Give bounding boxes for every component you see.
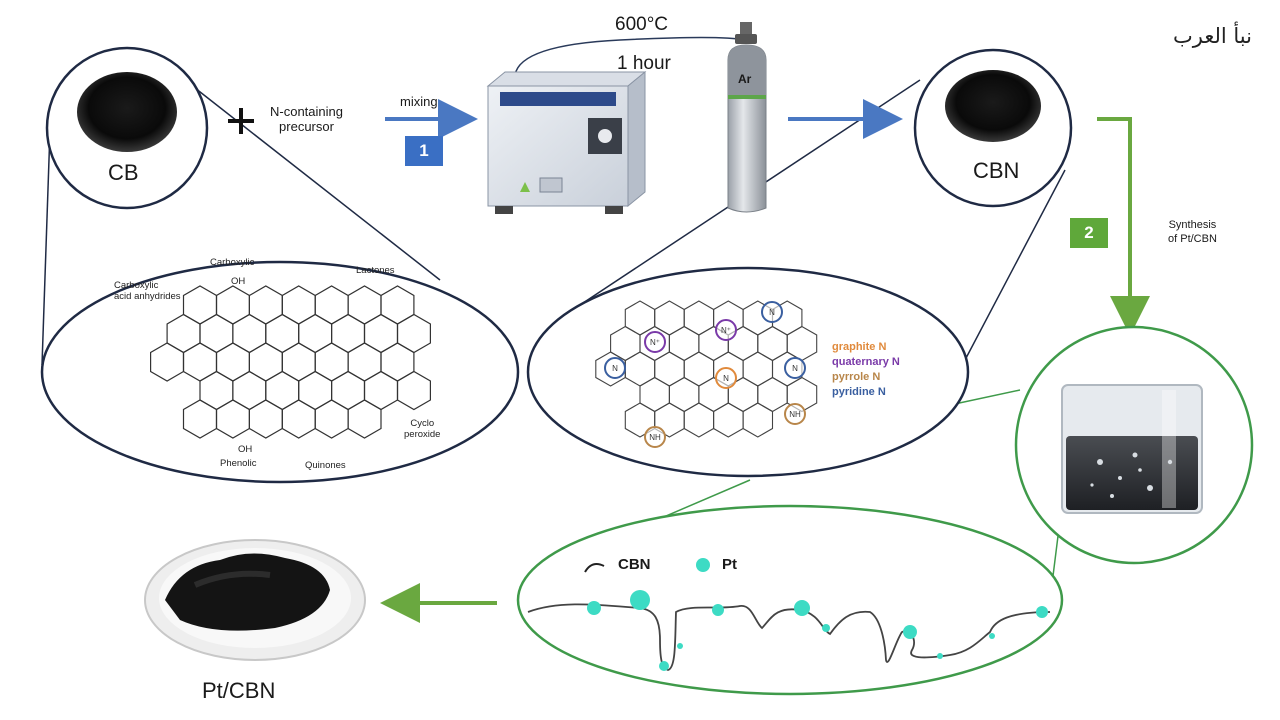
cbn-legend-icon — [584, 563, 605, 573]
n-site-marker: NH — [784, 403, 806, 425]
pt-particle — [677, 643, 683, 649]
duration-label: 1 hour — [617, 53, 671, 74]
pt-cbn-powder-dish — [144, 539, 366, 661]
watermark-label: نبأ العرب — [1173, 24, 1252, 48]
cbn-chain — [527, 603, 1051, 671]
cb-sample-circle — [45, 46, 209, 210]
legend-pyridine-n: pyridine N — [832, 386, 886, 398]
pt-particle — [937, 653, 943, 659]
legend-quaternary-n: quaternary N — [832, 356, 900, 368]
cb-label: CB — [108, 160, 139, 185]
legend-graphite-n: graphite N — [832, 341, 887, 353]
legend-pyrrole-n: pyrrole N — [832, 371, 881, 383]
n-site-marker: N⁺ — [644, 331, 666, 353]
oh-bottom-label: OH — [238, 444, 253, 455]
cbn-nitrogen-ellipse — [526, 266, 970, 478]
oh-top-label: OH — [231, 276, 246, 287]
phenolic-label: Phenolic — [220, 458, 257, 469]
pt-particle — [587, 601, 601, 615]
legend-pt-label: Pt — [722, 556, 737, 573]
n-site-marker: N — [784, 357, 806, 379]
pt-particle — [659, 661, 669, 671]
pt-particle — [903, 625, 917, 639]
cbn-sample-circle — [913, 48, 1073, 208]
n-type-legend: graphite N quaternary N pyrrole N pyridi… — [832, 340, 900, 400]
pt-particle — [630, 590, 650, 610]
pt-legend-icon — [696, 558, 710, 572]
cbn-label: CBN — [973, 158, 1020, 183]
gas-label: Ar — [738, 72, 752, 86]
temperature-label: 600°C — [615, 14, 669, 35]
product-label: Pt/CBN — [202, 678, 276, 703]
quinones-label: Quinones — [305, 460, 346, 471]
pt-particle — [794, 600, 810, 616]
synthesis-arrow — [1097, 117, 1150, 336]
argon-cylinder-icon — [727, 22, 767, 213]
step-1-badge: 1 — [405, 136, 443, 166]
mixing-label: mixing — [400, 94, 438, 109]
precursor-label: N-containing precursor — [270, 104, 343, 134]
carboxylic-label: Carboxylic — [210, 257, 255, 268]
n-site-marker: N⁺ — [715, 319, 737, 341]
pt-cbn-ellipse — [516, 504, 1064, 696]
n-site-marker: N — [604, 357, 626, 379]
pt-particle — [1036, 606, 1048, 618]
n-site-marker: NH — [644, 426, 666, 448]
lactones-label: Lactones — [356, 265, 395, 276]
n-site-marker: N — [761, 301, 783, 323]
pt-particle — [989, 633, 995, 639]
pt-particle — [712, 604, 724, 616]
legend-cbn-label: CBN — [618, 556, 651, 573]
pt-particle — [822, 624, 830, 632]
n-site-marker: N — [715, 367, 737, 389]
beaker-circle — [1014, 325, 1254, 565]
step-2-badge: 2 — [1070, 218, 1108, 248]
tube-furnace-icon — [486, 36, 746, 214]
plus-icon — [228, 108, 254, 134]
cb-functional-groups-ellipse — [40, 260, 520, 484]
cyclo-peroxide-label: Cyclo peroxide — [404, 418, 441, 440]
anhydrides-label: Carboxylic acid anhydrides — [114, 280, 181, 302]
synthesis-label: Synthesis of Pt/CBN — [1168, 219, 1217, 245]
